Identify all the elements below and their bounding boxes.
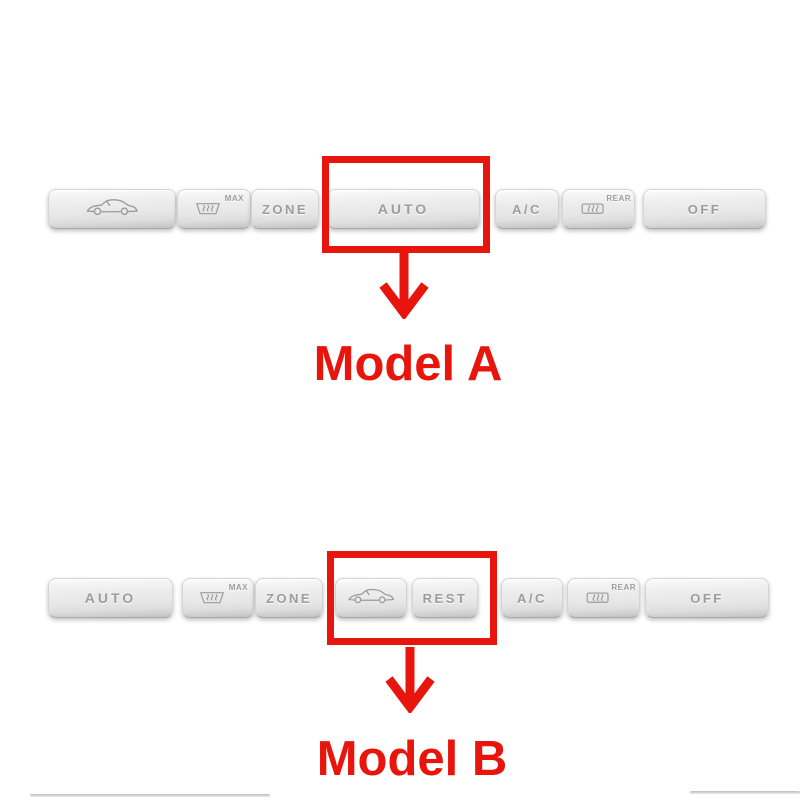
recirculation-button-b	[335, 578, 407, 618]
auto-button-label: AUTO	[377, 201, 430, 217]
front-defrost-icon	[196, 202, 220, 214]
front-defrost-max-button-a: MAX	[177, 189, 251, 229]
red-down-arrow	[379, 253, 429, 319]
auto-button-a: AUTO	[327, 189, 480, 229]
car-side-icon	[86, 199, 138, 216]
rear-superscript: REAR	[611, 583, 636, 592]
zone-button-label: ZONE	[261, 201, 309, 217]
rear-superscript: REAR	[606, 194, 631, 203]
max-superscript: MAX	[224, 194, 244, 203]
rear-defrost-button-b: REAR	[567, 578, 640, 618]
off-button-label: OFF	[690, 590, 724, 606]
cropped-button-top-edge-right	[690, 791, 800, 794]
cropped-button-top-edge-left	[30, 794, 270, 797]
off-button-a: OFF	[643, 189, 766, 229]
ac-button-label: A/C	[512, 201, 542, 217]
front-defrost-max-button-b: MAX	[182, 578, 254, 618]
highlight-box-model-a	[322, 156, 490, 253]
zone-button-a: ZONE	[251, 189, 319, 229]
zone-button-b: ZONE	[255, 578, 323, 618]
rest-button-b: REST	[412, 578, 478, 618]
rear-defrost-icon	[581, 203, 604, 214]
zone-button-label: ZONE	[265, 590, 313, 606]
ac-button-b: A/C	[501, 578, 563, 618]
max-superscript: MAX	[228, 583, 248, 592]
front-defrost-icon	[200, 591, 224, 603]
off-button-b: OFF	[645, 578, 769, 618]
highlight-box-model-b	[327, 551, 497, 645]
rest-button-label: REST	[422, 590, 468, 606]
model-a-caption: Model A	[313, 337, 503, 391]
car-side-icon	[348, 588, 394, 604]
auto-button-label: AUTO	[84, 590, 137, 606]
model-b-caption: Model B	[316, 732, 508, 786]
rear-defrost-icon	[586, 592, 609, 603]
red-down-arrow	[385, 647, 435, 713]
auto-button-b: AUTO	[48, 578, 173, 618]
off-button-label: OFF	[687, 201, 722, 217]
annotation-arrow-a	[374, 251, 434, 319]
ac-button-a: A/C	[495, 189, 559, 229]
recirculation-button-a	[48, 189, 176, 229]
ac-button-label: A/C	[517, 590, 547, 606]
rear-defrost-button-a: REAR	[562, 189, 635, 229]
annotation-arrow-b	[380, 645, 440, 713]
